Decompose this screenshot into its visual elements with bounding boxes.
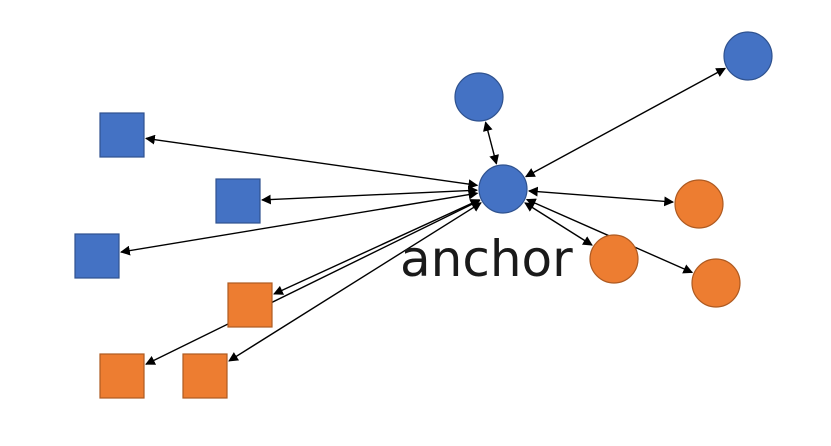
node-orange-square-bottom-middle [182,353,228,399]
node-blue-square-top-left [99,112,145,158]
node-orange-square-middle [227,282,273,328]
node-anchor [478,164,528,214]
edge-anchor-to-orange-circle-right [527,186,675,207]
node-orange-circle-lower-right [691,258,741,308]
nodes-layer [74,31,773,399]
edge-anchor-to-blue-circle-top-right [524,67,727,178]
node-orange-circle-right [674,179,724,229]
node-orange-circle-near-label [589,234,639,284]
edge-anchor-to-orange-circle-near-label [524,202,593,246]
node-blue-circle-top [454,72,504,122]
node-blue-circle-top-right [723,31,773,81]
edge-anchor-to-blue-circle-top [483,121,499,165]
node-orange-square-bottom-left [99,353,145,399]
edge-anchor-to-orange-square-bottom-middle [228,202,482,362]
anchor-label: anchor [400,230,573,288]
edges-layer [120,67,727,365]
node-blue-square-left [74,233,120,279]
node-blue-square-middle [215,178,261,224]
edge-anchor-to-blue-square-top-left [145,134,479,189]
